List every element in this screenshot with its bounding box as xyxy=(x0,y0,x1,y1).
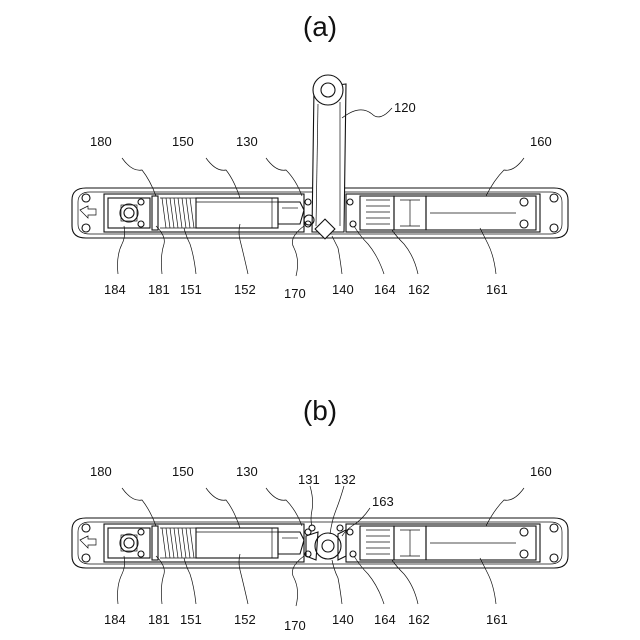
label-140: 140 xyxy=(332,612,354,627)
label-160: 160 xyxy=(530,134,552,149)
label-160: 160 xyxy=(530,464,552,479)
label-170: 170 xyxy=(284,618,306,633)
label-184: 184 xyxy=(104,282,126,297)
figure-b: (b) xyxy=(72,395,568,633)
label-131: 131 xyxy=(298,472,320,487)
label-162: 162 xyxy=(408,612,430,627)
label-164: 164 xyxy=(374,282,396,297)
caption-b: (b) xyxy=(303,395,337,426)
label-132: 132 xyxy=(334,472,356,487)
label-151: 151 xyxy=(180,612,202,627)
arm-120 xyxy=(304,75,346,239)
caption-a: (a) xyxy=(303,11,337,42)
label-162: 162 xyxy=(408,282,430,297)
label-140: 140 xyxy=(332,282,354,297)
label-152: 152 xyxy=(234,282,256,297)
label-130: 130 xyxy=(236,464,258,479)
label-150: 150 xyxy=(172,134,194,149)
label-180: 180 xyxy=(90,464,112,479)
label-152: 152 xyxy=(234,612,256,627)
label-181: 181 xyxy=(148,612,170,627)
label-164: 164 xyxy=(374,612,396,627)
label-180: 180 xyxy=(90,134,112,149)
figure-a: (a) xyxy=(72,11,568,301)
label-150: 150 xyxy=(172,464,194,479)
label-151: 151 xyxy=(180,282,202,297)
label-181: 181 xyxy=(148,282,170,297)
label-161: 161 xyxy=(486,612,508,627)
label-120: 120 xyxy=(394,100,416,115)
label-184: 184 xyxy=(104,612,126,627)
label-170: 170 xyxy=(284,286,306,301)
label-161: 161 xyxy=(486,282,508,297)
label-163: 163 xyxy=(372,494,394,509)
label-130: 130 xyxy=(236,134,258,149)
cam-131-132 xyxy=(306,525,346,560)
